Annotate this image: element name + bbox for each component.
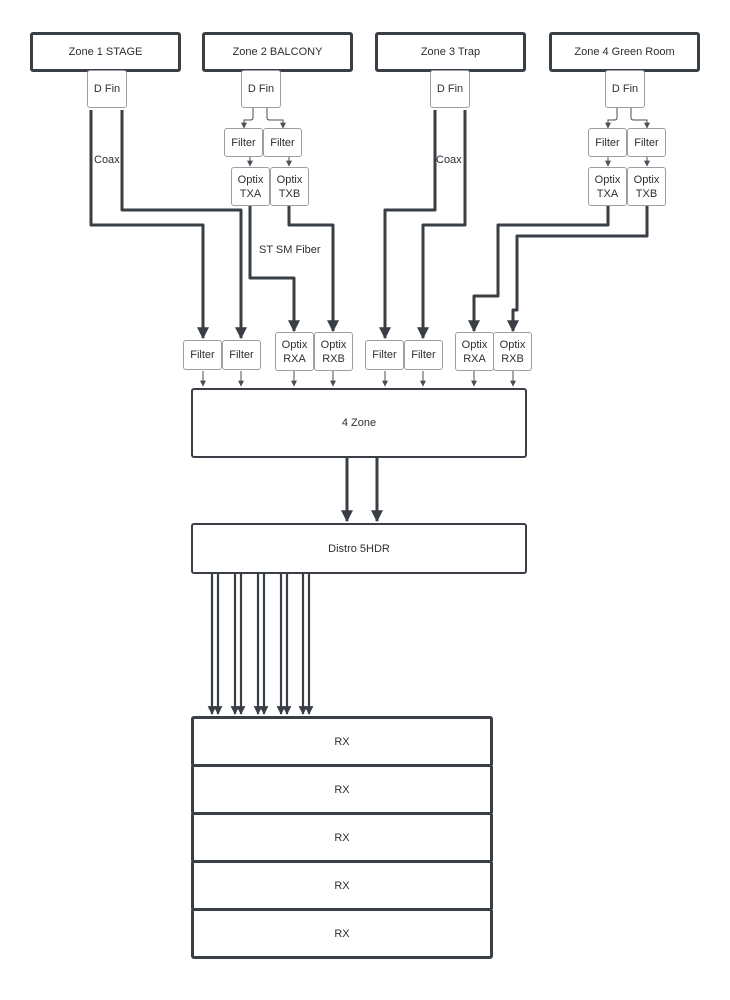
filter-rx-zone-3-b: Filter — [404, 340, 443, 370]
rx-unit-5: RX — [191, 908, 493, 959]
dfin-zone-4: D Fin — [605, 70, 645, 108]
filter-zone-2-b: Filter — [263, 128, 302, 157]
distro-outputs — [207, 573, 314, 715]
zone2-fiber-a — [248, 206, 300, 333]
coax-label-zone-3: Coax — [436, 154, 462, 166]
filter-rx-zone-3-a: Filter — [365, 340, 404, 370]
rx-unit-4: RX — [191, 860, 493, 911]
rx-unit-3: RX — [191, 812, 493, 863]
zone3-coax-a — [379, 110, 437, 340]
coax-label-zone-1: Coax — [94, 154, 120, 166]
optix-rxa-zone-2: Optix RXA — [275, 332, 314, 371]
zone3-coax-b — [417, 110, 467, 340]
zone1-coax-a — [89, 110, 209, 340]
four-zone-hub: 4 Zone — [191, 388, 527, 458]
dfin-zone-3: D Fin — [430, 70, 470, 108]
filter-zone-4-a: Filter — [588, 128, 627, 157]
fiber-label-zone-2: ST SM Fiber — [259, 244, 321, 256]
zone1-coax-b — [120, 110, 247, 340]
filter-rx-zone-1-b: Filter — [222, 340, 261, 370]
dfin-to-filter-connectors — [200, 107, 650, 387]
filter-zone-4-b: Filter — [627, 128, 666, 157]
zone-2-balcony: Zone 2 BALCONY — [202, 32, 353, 72]
optix-rxb-zone-2: Optix RXB — [314, 332, 353, 371]
zone4-fiber-b — [507, 206, 649, 333]
zone-4-green-room: Zone 4 Green Room — [549, 32, 700, 72]
filter-zone-2-a: Filter — [224, 128, 263, 157]
zone-3-trap: Zone 3 Trap — [375, 32, 526, 72]
zone2-fiber-b — [287, 206, 339, 333]
dfin-zone-2: D Fin — [241, 70, 281, 108]
zone4-fiber-a — [468, 206, 610, 333]
rx-unit-2: RX — [191, 764, 493, 815]
zone-1-stage: Zone 1 STAGE — [30, 32, 181, 72]
optix-txb-zone-2: Optix TXB — [270, 167, 309, 206]
optix-rxa-zone-4: Optix RXA — [455, 332, 494, 371]
cable-runs — [89, 110, 649, 523]
optix-txa-zone-4: Optix TXA — [588, 167, 627, 206]
filter-rx-zone-1-a: Filter — [183, 340, 222, 370]
distro-5hdr: Distro 5HDR — [191, 523, 527, 574]
optix-txa-zone-2: Optix TXA — [231, 167, 270, 206]
optix-rxb-zone-4: Optix RXB — [493, 332, 532, 371]
rx-unit-1: RX — [191, 716, 493, 767]
optix-txb-zone-4: Optix TXB — [627, 167, 666, 206]
dfin-zone-1: D Fin — [87, 70, 127, 108]
